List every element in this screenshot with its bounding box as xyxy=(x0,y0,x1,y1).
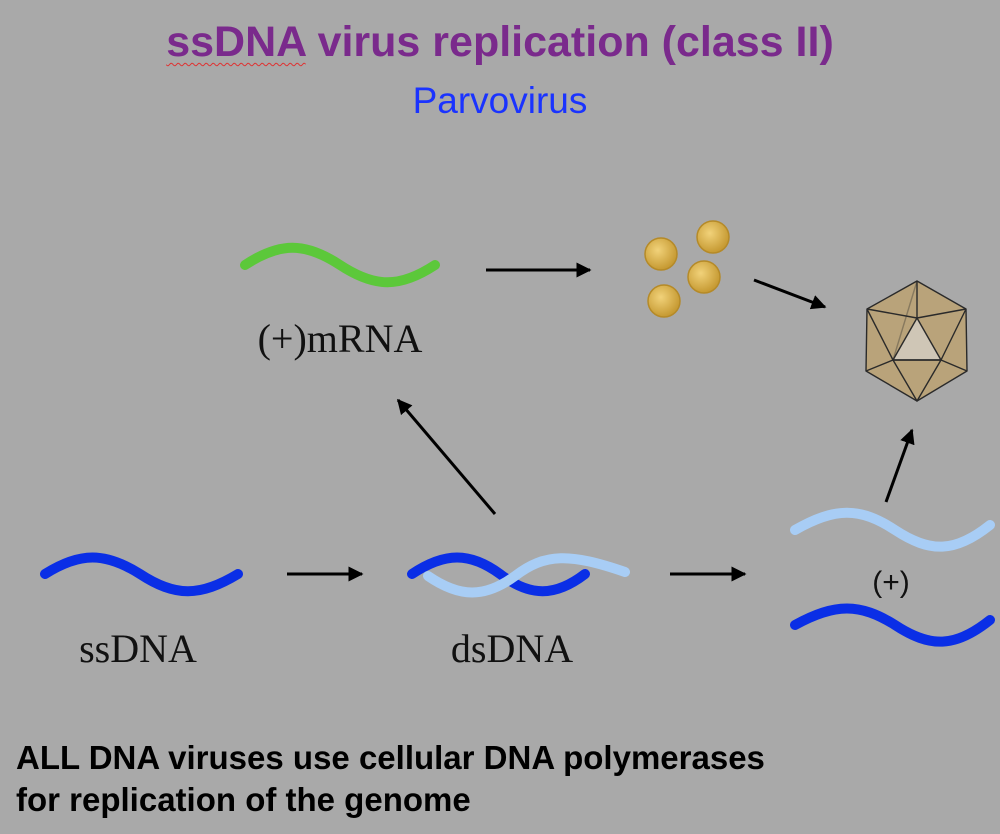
virion-capsid-icon xyxy=(865,280,968,402)
mrna-label: (+)mRNA xyxy=(258,316,423,361)
ssdna-label: ssDNA xyxy=(79,626,197,671)
protein-sphere xyxy=(647,284,681,318)
footer-line-2: for replication of the genome xyxy=(16,781,471,818)
arrow-proteins-to-capsid xyxy=(753,278,827,310)
title-ssdna: ssDNA xyxy=(166,18,306,66)
protein-sphere xyxy=(644,237,678,271)
footer-line-1: ALL DNA viruses use cellular DNA polymer… xyxy=(16,739,765,776)
dsdna-light-strand xyxy=(423,553,630,598)
viral-proteins xyxy=(644,220,730,318)
protein-sphere xyxy=(687,260,721,294)
title-rest: virus replication (class II) xyxy=(305,18,834,66)
minus-strand-dark xyxy=(790,603,995,647)
dsdna-dark-strand xyxy=(407,552,590,597)
protein-sphere xyxy=(696,220,730,254)
mrna-strand xyxy=(240,242,440,288)
plus-strand-light xyxy=(790,507,995,552)
arrow-strand-to-capsid xyxy=(884,428,915,503)
slide-title: ssDNA virus replication (class II) xyxy=(0,18,1000,67)
arrow-dsdna-to-mrna xyxy=(396,398,497,515)
slide-subtitle: Parvovirus xyxy=(412,80,588,121)
dsdna-label: dsDNA xyxy=(451,626,573,671)
footer-note: ALL DNA viruses use cellular DNA polymer… xyxy=(16,737,986,821)
ssdna-strand xyxy=(40,552,243,597)
plus-strand-label: (+) xyxy=(872,566,910,599)
dsdna-duplex xyxy=(407,552,630,598)
